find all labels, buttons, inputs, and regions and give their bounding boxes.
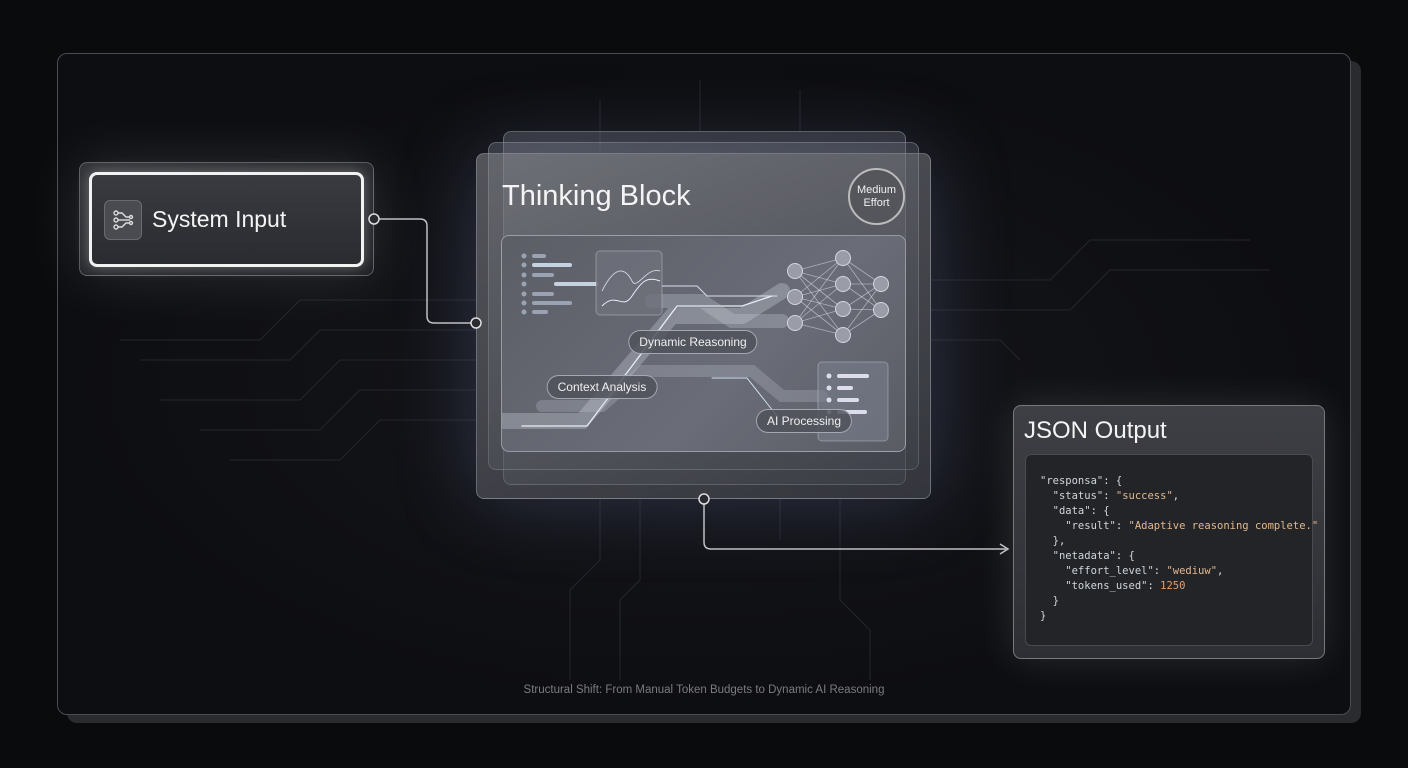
code-token: "status" (1040, 490, 1104, 502)
nn-edge (794, 257, 844, 272)
code-token: : { (1115, 550, 1135, 562)
code-token: "result" (1040, 520, 1116, 532)
nn-node (787, 263, 803, 279)
effort-badge-line1: Medium (856, 183, 897, 196)
code-token: "Adaptive reasoning complete." (1128, 520, 1319, 532)
code-token: } (1040, 595, 1059, 607)
code-token: : (1115, 520, 1129, 532)
code-token: "success" (1115, 490, 1173, 502)
code-token: : { (1103, 475, 1123, 487)
nn-node (873, 276, 889, 292)
nn-node (873, 302, 889, 318)
nn-node (787, 289, 803, 305)
code-token: : { (1090, 505, 1110, 517)
code-line: "result": "Adaptive reasoning complete." (1040, 519, 1318, 534)
code-token: }, (1040, 535, 1066, 547)
code-token: "effort_level" (1040, 565, 1154, 577)
nn-node (787, 315, 803, 331)
code-token: "tokens_used" (1040, 580, 1148, 592)
nn-node (835, 301, 851, 317)
nn-edge (794, 283, 844, 324)
code-line: } (1040, 594, 1312, 609)
effort-badge: Medium Effort (848, 168, 905, 225)
nn-edge (794, 308, 844, 324)
code-token: : (1147, 580, 1161, 592)
code-line: "data": { (1040, 504, 1312, 519)
code-line: }, (1040, 534, 1312, 549)
wave-chart-thumbnail (595, 250, 663, 316)
code-token: "responsa" (1040, 475, 1104, 487)
label-ai-processing: AI Processing (755, 409, 853, 433)
code-token: : (1103, 490, 1116, 502)
code-line: "effort_level": "wediuw", (1040, 564, 1312, 579)
code-token: "netadata" (1040, 550, 1116, 562)
nn-edge (794, 322, 844, 336)
json-output-title: JSON Output (1024, 417, 1167, 444)
label-dynamic-reasoning: Dynamic Reasoning (628, 330, 758, 354)
nn-node (835, 276, 851, 292)
reasoning-panel: Dynamic Reasoning Context Analysis AI Pr… (501, 235, 906, 452)
code-token: "data" (1040, 505, 1091, 517)
code-line: "status": "success", (1040, 489, 1312, 504)
caption: Structural Shift: From Manual Token Budg… (523, 684, 885, 696)
code-token: } (1040, 610, 1047, 622)
code-token: "wediuw" (1166, 565, 1218, 577)
label-context-analysis: Context Analysis (546, 375, 658, 399)
code-line: } (1040, 609, 1312, 624)
nn-edge (794, 257, 844, 298)
nn-node (835, 327, 851, 343)
thinking-block-title: Thinking Block (502, 180, 691, 212)
json-code-block: "responsa": { "status": "success", "data… (1025, 454, 1318, 646)
effort-badge-line2: Effort (863, 196, 890, 209)
code-token: , (1172, 490, 1180, 502)
nn-node (835, 250, 851, 266)
code-line: "netadata": { (1040, 549, 1312, 564)
system-input-label: System Input (152, 206, 287, 232)
code-token: 1250 (1160, 580, 1186, 592)
code-token: : (1153, 565, 1167, 577)
code-line: "tokens_used": 1250 (1040, 579, 1312, 594)
nn-edge (842, 283, 882, 336)
code-line: "responsa": { (1040, 474, 1312, 489)
workflow-icon (104, 200, 142, 240)
nn-edge (794, 257, 844, 324)
code-token: , (1217, 565, 1224, 577)
